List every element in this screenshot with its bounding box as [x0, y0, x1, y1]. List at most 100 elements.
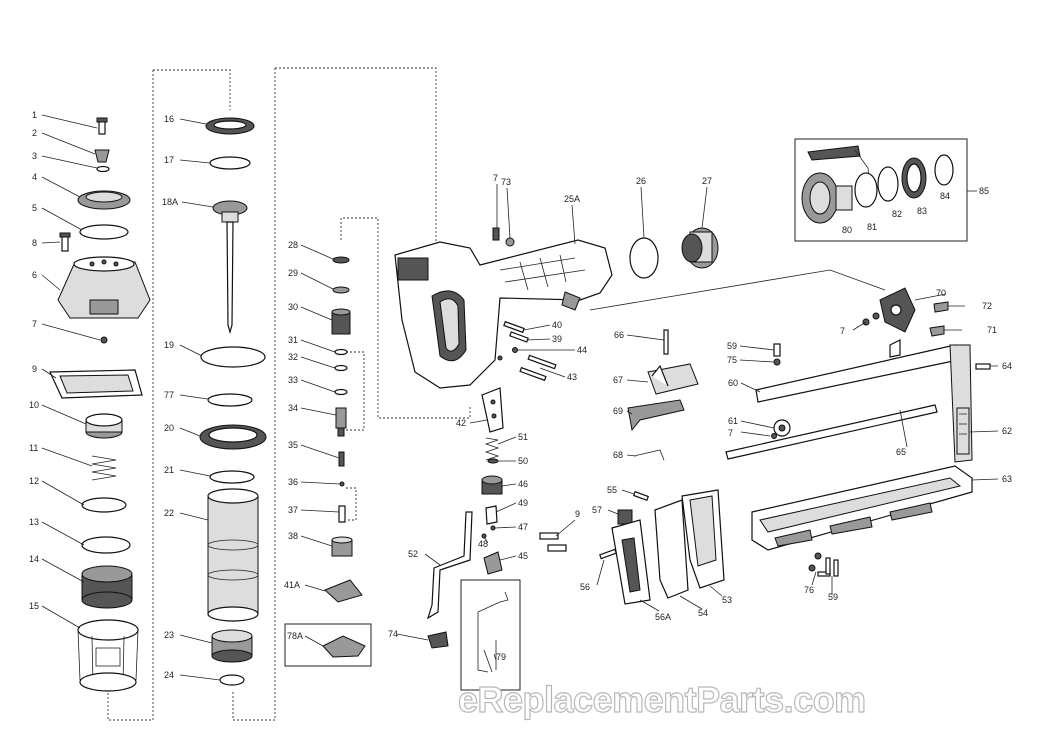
label-23: 23 [164, 630, 174, 640]
part-37-plunger [338, 505, 346, 523]
part-63-magazine [751, 465, 973, 551]
part-21-o-ring [209, 470, 255, 484]
part-71-screw [929, 325, 945, 337]
label-41A: 41A [284, 580, 300, 590]
part-32-o-ring [334, 364, 348, 372]
part-64-screw [975, 363, 991, 370]
label-77: 77 [164, 390, 174, 400]
part-51-spring [484, 437, 500, 461]
label-62: 62 [1002, 426, 1012, 436]
label-54: 54 [698, 608, 708, 618]
label-2: 2 [32, 128, 37, 138]
part-78A-trigger-assembly [322, 635, 366, 658]
group-line-70 [589, 269, 886, 311]
part-8-screw [59, 232, 71, 252]
label-82: 82 [892, 209, 902, 219]
label-43: 43 [567, 372, 577, 382]
label-60: 60 [728, 378, 738, 388]
part-73-nut [505, 237, 515, 247]
label-59: 59 [727, 341, 737, 351]
label-11: 11 [29, 443, 38, 453]
label-26: 26 [636, 176, 646, 186]
label-74: 74 [388, 629, 398, 639]
part-69-latch [627, 399, 685, 432]
part-38-nut [331, 536, 353, 557]
part-26-o-ring [629, 237, 659, 279]
part-7-ball [100, 336, 108, 344]
label-67: 67 [613, 375, 623, 385]
part-59-screw [773, 343, 781, 357]
label-15: 15 [29, 601, 39, 611]
part-84-ring [934, 154, 954, 186]
label-64: 64 [1002, 361, 1012, 371]
label-46: 46 [518, 479, 528, 489]
part-43-pins [519, 354, 557, 382]
part-56A-guide [611, 519, 651, 605]
label-9-right: 9 [575, 509, 580, 519]
group-line-left [107, 69, 231, 721]
part-77-o-ring [207, 393, 253, 407]
label-7-mid: 7 [728, 428, 733, 438]
part-75-nut [773, 358, 781, 366]
label-36: 36 [288, 477, 298, 487]
part-17-o-ring [209, 156, 251, 170]
label-80: 80 [842, 225, 852, 235]
part-54-nose [654, 499, 689, 599]
label-50: 50 [518, 456, 528, 466]
label-7: 7 [32, 319, 37, 329]
label-56: 56 [580, 582, 590, 592]
part-65-pusher-rod [725, 404, 938, 460]
group-line-middle [232, 67, 437, 721]
part-81-ring [854, 172, 878, 208]
label-78A: 78A [287, 631, 303, 641]
label-38: 38 [288, 531, 298, 541]
part-4-valve-plate [77, 190, 131, 210]
label-21: 21 [164, 465, 174, 475]
label-9: 9 [32, 364, 37, 374]
label-49: 49 [518, 498, 528, 508]
label-44: 44 [577, 345, 587, 355]
label-53: 53 [722, 595, 732, 605]
part-35-pin [338, 451, 345, 467]
label-35: 35 [288, 440, 298, 450]
part-29-o-ring [332, 286, 350, 294]
label-3: 3 [32, 151, 37, 161]
part-45-latch [483, 551, 503, 575]
part-83-ring [901, 157, 927, 199]
label-48: 48 [478, 539, 488, 549]
part-79-wire [477, 591, 509, 673]
label-39: 39 [552, 334, 562, 344]
part-labels: 1 2 3 4 5 8 6 7 9 10 11 12 13 14 15 16 1… [29, 110, 1012, 680]
part-72-screw [933, 301, 949, 313]
label-71: 71 [987, 325, 997, 335]
group-line-28-bracket [340, 217, 471, 419]
label-56A: 56A [655, 612, 671, 622]
group-line-36-37 [346, 487, 357, 521]
label-17: 17 [164, 155, 174, 165]
part-82-ring [877, 166, 899, 202]
label-33: 33 [288, 375, 298, 385]
label-79: 79 [496, 652, 506, 662]
part-9-screws [539, 532, 567, 552]
part-13-o-ring [81, 536, 131, 554]
label-20: 20 [164, 423, 174, 433]
label-28: 28 [288, 240, 298, 250]
label-72: 72 [982, 301, 992, 311]
part-46-knob [481, 475, 503, 495]
part-5-o-ring [79, 224, 129, 240]
part-22-cylinder [207, 488, 259, 622]
label-24: 24 [164, 670, 174, 680]
label-7-top: 7 [493, 173, 498, 183]
part-16-seal [205, 117, 255, 135]
part-24-washer [219, 674, 245, 686]
label-57: 57 [592, 505, 602, 515]
watermark-text: eReplacementParts.com [458, 679, 866, 720]
part-23-bumper [211, 629, 253, 663]
part-31-o-ring [334, 348, 348, 356]
label-83: 83 [917, 206, 927, 216]
part-20-ring [199, 424, 267, 450]
label-30: 30 [288, 302, 298, 312]
leader-lines [41, 114, 999, 681]
group-line-31-34 [346, 351, 365, 431]
